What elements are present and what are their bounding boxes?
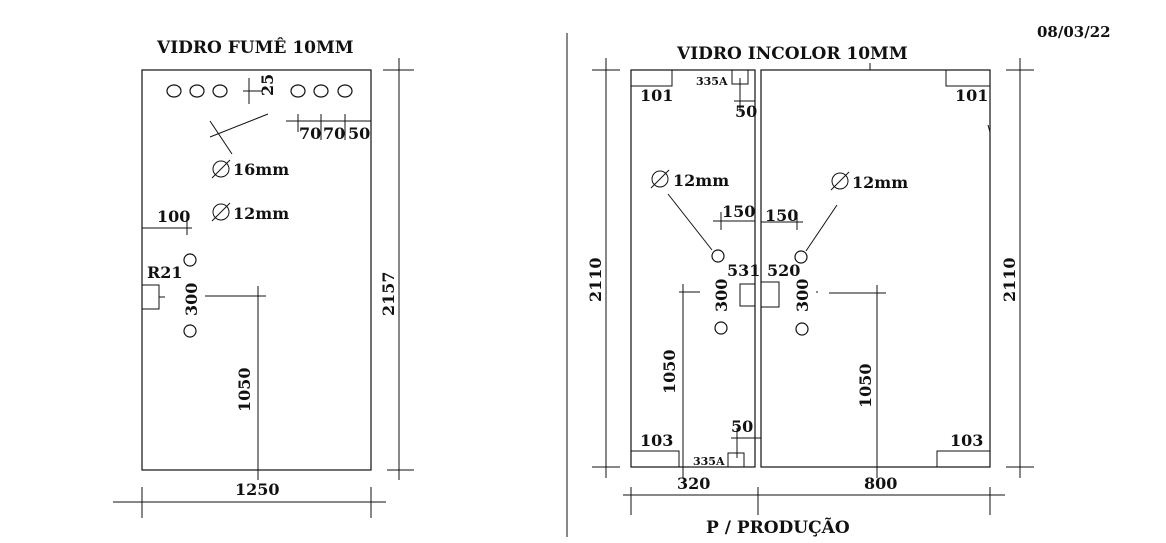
right-fitting-bottom: 103 [950,431,983,450]
lock-notch [760,281,780,308]
left-panel-title: VIDRO FUMÊ 10MM [156,37,354,58]
handle-hole [183,253,197,267]
top-hole [337,84,353,98]
left-leaf: 101 335A 50 12mm 150 531 300 1050 103 [586,58,761,493]
dim-top-offset: 25 [258,74,277,96]
left-dim-hole-offset: 150 [722,202,755,221]
diameter-symbol-icon [212,203,230,221]
dim-hole-spacing-b: 70 [323,124,345,143]
lock-hole [794,250,808,264]
fitting-top [630,69,673,87]
left-fitting-top: 101 [640,86,673,105]
left-hole-label: 12mm [673,171,729,190]
date-label: 08/03/22 [1037,23,1111,41]
right-leaf-width: 800 [864,474,897,493]
fitting-bottom [936,450,991,468]
right-dim-handle-spacing: 300 [793,279,812,312]
right-dim-handle-height: 1050 [856,363,875,408]
left-dim-hinge-bottom: 50 [731,417,753,436]
left-leaf-outline [630,69,756,468]
left-glass-outline [141,69,372,471]
right-fitting-top: 101 [955,86,988,105]
right-hole-label: 12mm [852,173,908,192]
panel-width: 1250 [235,480,280,499]
left-glass-panel: VIDRO FUMÊ 10MM 25 70 70 50 16mm 12mm [113,37,414,518]
top-hole [290,84,306,98]
lock-hole [711,249,725,263]
right-leaf-outline [760,69,991,468]
right-dim-hole-offset: 150 [765,206,798,225]
right-panel-title: VIDRO INCOLOR 10MM [676,44,908,64]
dim-handle-spacing: 300 [182,283,201,316]
diameter-symbol-icon [831,172,849,190]
fitting-bottom [630,450,680,468]
left-dim-hinge-top: 50 [735,102,757,121]
left-fitting-bottom: 103 [640,431,673,450]
diameter-symbol-icon [651,170,669,188]
left-leaf-height: 2110 [586,257,605,302]
top-hole [189,84,205,98]
left-dim-handle-spacing: 300 [712,279,731,312]
hinge-bottom [727,452,745,468]
handle-hole [795,322,809,336]
top-hole [313,84,329,98]
left-hinge-top: 335A [696,75,728,88]
left-hinge-bottom: 335A [693,455,725,468]
diameter-symbol-icon [212,160,230,178]
hole-small-label: 12mm [233,204,289,223]
handle-hole [183,324,197,338]
footer-label: P / PRODUÇÃO [706,516,850,538]
fitting-top [945,69,991,87]
dim-hole-spacing-a: 70 [299,124,321,143]
hinge-notch [141,284,160,310]
right-leaf-height: 2110 [1000,257,1019,302]
lock-notch [739,283,756,307]
left-leaf-width: 320 [677,474,710,493]
left-lock-label: 531 [727,261,760,280]
top-hole [212,84,228,98]
dim-handle-height: 1050 [235,367,254,412]
dim-side-offset: 100 [157,207,190,226]
top-hole [166,84,182,98]
hole-large-label: 16mm [233,160,289,179]
left-dim-handle-height: 1050 [660,349,679,394]
right-leaf: 101 12mm 150 520 300 1050 103 2110 [760,58,1034,493]
right-glass-panel: VIDRO INCOLOR 10MM 101 335A 50 12mm 150 … [586,44,1034,538]
radius-label: R21 [147,263,183,282]
right-lock-label: 520 [767,261,800,280]
panel-height: 2157 [379,271,398,316]
handle-hole [714,321,728,335]
dim-hole-edge: 50 [348,124,370,143]
